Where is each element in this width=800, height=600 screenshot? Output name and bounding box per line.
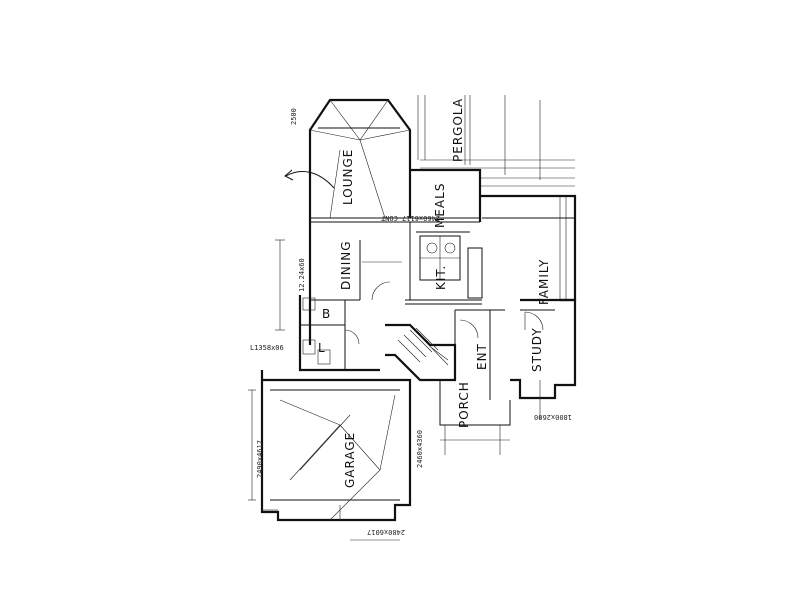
porch-walls bbox=[439, 380, 511, 455]
note-lounge-top: 2500 bbox=[290, 108, 298, 125]
room-label-pergola: PERGOLA bbox=[451, 98, 465, 162]
family-walls bbox=[480, 194, 577, 311]
stair-entry bbox=[385, 309, 505, 400]
garage-walls bbox=[260, 370, 412, 522]
room-label-dining: DINING bbox=[339, 240, 353, 290]
room-label-porch: PORCH bbox=[457, 381, 471, 428]
lounge-walls bbox=[308, 98, 480, 223]
room-label-study: STUDY bbox=[530, 327, 544, 372]
note-study-bottom: 1800x2600 bbox=[534, 413, 572, 421]
pergola-area bbox=[417, 95, 575, 187]
room-label-ent: ENT bbox=[475, 343, 489, 370]
room-label-meals: MEALS bbox=[433, 183, 447, 228]
note-laundry-size: L1358x06 bbox=[250, 344, 284, 352]
note-garage-right: 2460x4360 bbox=[416, 430, 424, 468]
room-label-kit: KIT. bbox=[434, 265, 448, 290]
dimension-lines bbox=[248, 239, 541, 541]
room-label-bath: B bbox=[322, 307, 331, 321]
study-walls bbox=[510, 298, 577, 400]
room-label-laundry: L bbox=[318, 341, 326, 355]
bath-laundry-walls bbox=[298, 295, 380, 372]
note-garage-bottom: 2480x6017 bbox=[367, 528, 405, 536]
north-arrow-icon bbox=[284, 169, 335, 189]
meals-kitchen-walls bbox=[405, 168, 483, 305]
note-dining-size: 12.24x60 bbox=[298, 258, 306, 292]
dining-walls bbox=[308, 218, 402, 345]
room-label-lounge: LOUNGE bbox=[341, 149, 355, 205]
room-label-garage: GARAGE bbox=[343, 432, 357, 488]
room-label-family: FAMILY bbox=[537, 259, 551, 305]
note-garage-left: 2490x4617 bbox=[256, 440, 264, 478]
note-wall-cont: 2460x6117 CONT bbox=[380, 214, 440, 222]
